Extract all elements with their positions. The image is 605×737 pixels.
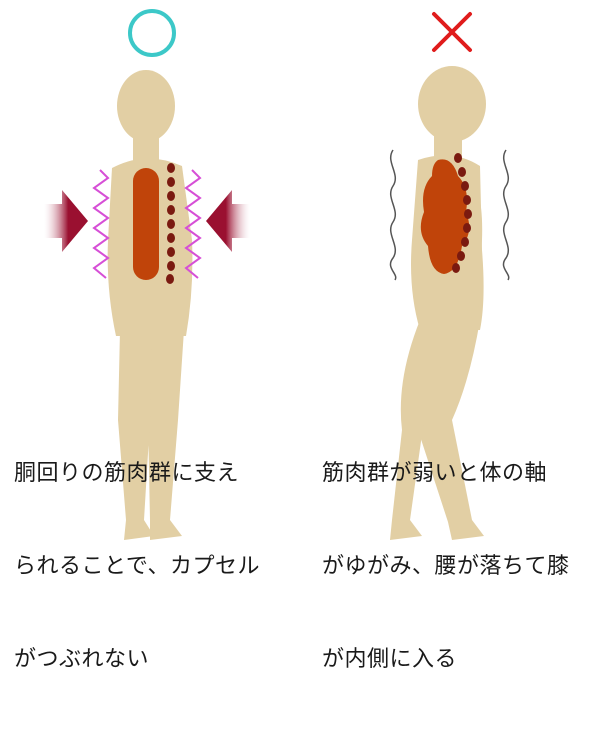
caption-line: がゆがみ、腰が落ちて膝 [322,551,570,582]
good-mark-circle-icon [130,11,174,55]
good-posture-caption: 胴回りの筋肉群に支え られることで、カプセル がつぶれない [14,396,260,737]
caption-line: 筋肉群が弱いと体の軸 [322,458,570,489]
caption-line: が内側に入る [322,644,570,675]
bad-mark-cross-icon [434,14,470,50]
caption-line: 胴回りの筋肉群に支え [14,458,260,489]
good-wave-left [94,170,108,278]
caption-line: がつぶれない [14,644,260,675]
bad-wave-right [503,150,508,280]
pressure-arrow-left-icon [44,190,88,252]
good-spine-dots [166,163,175,284]
caption-line: られることで、カプセル [14,551,260,582]
pressure-arrow-right-icon [206,190,250,252]
bad-posture-caption: 筋肉群が弱いと体の軸 がゆがみ、腰が落ちて膝 が内側に入る [322,396,570,737]
good-core-muscle [133,168,159,280]
bad-wave-left [390,150,395,280]
posture-diagram: 胴回りの筋肉群に支え られることで、カプセル がつぶれない 筋肉群が弱いと体の軸… [0,0,605,547]
